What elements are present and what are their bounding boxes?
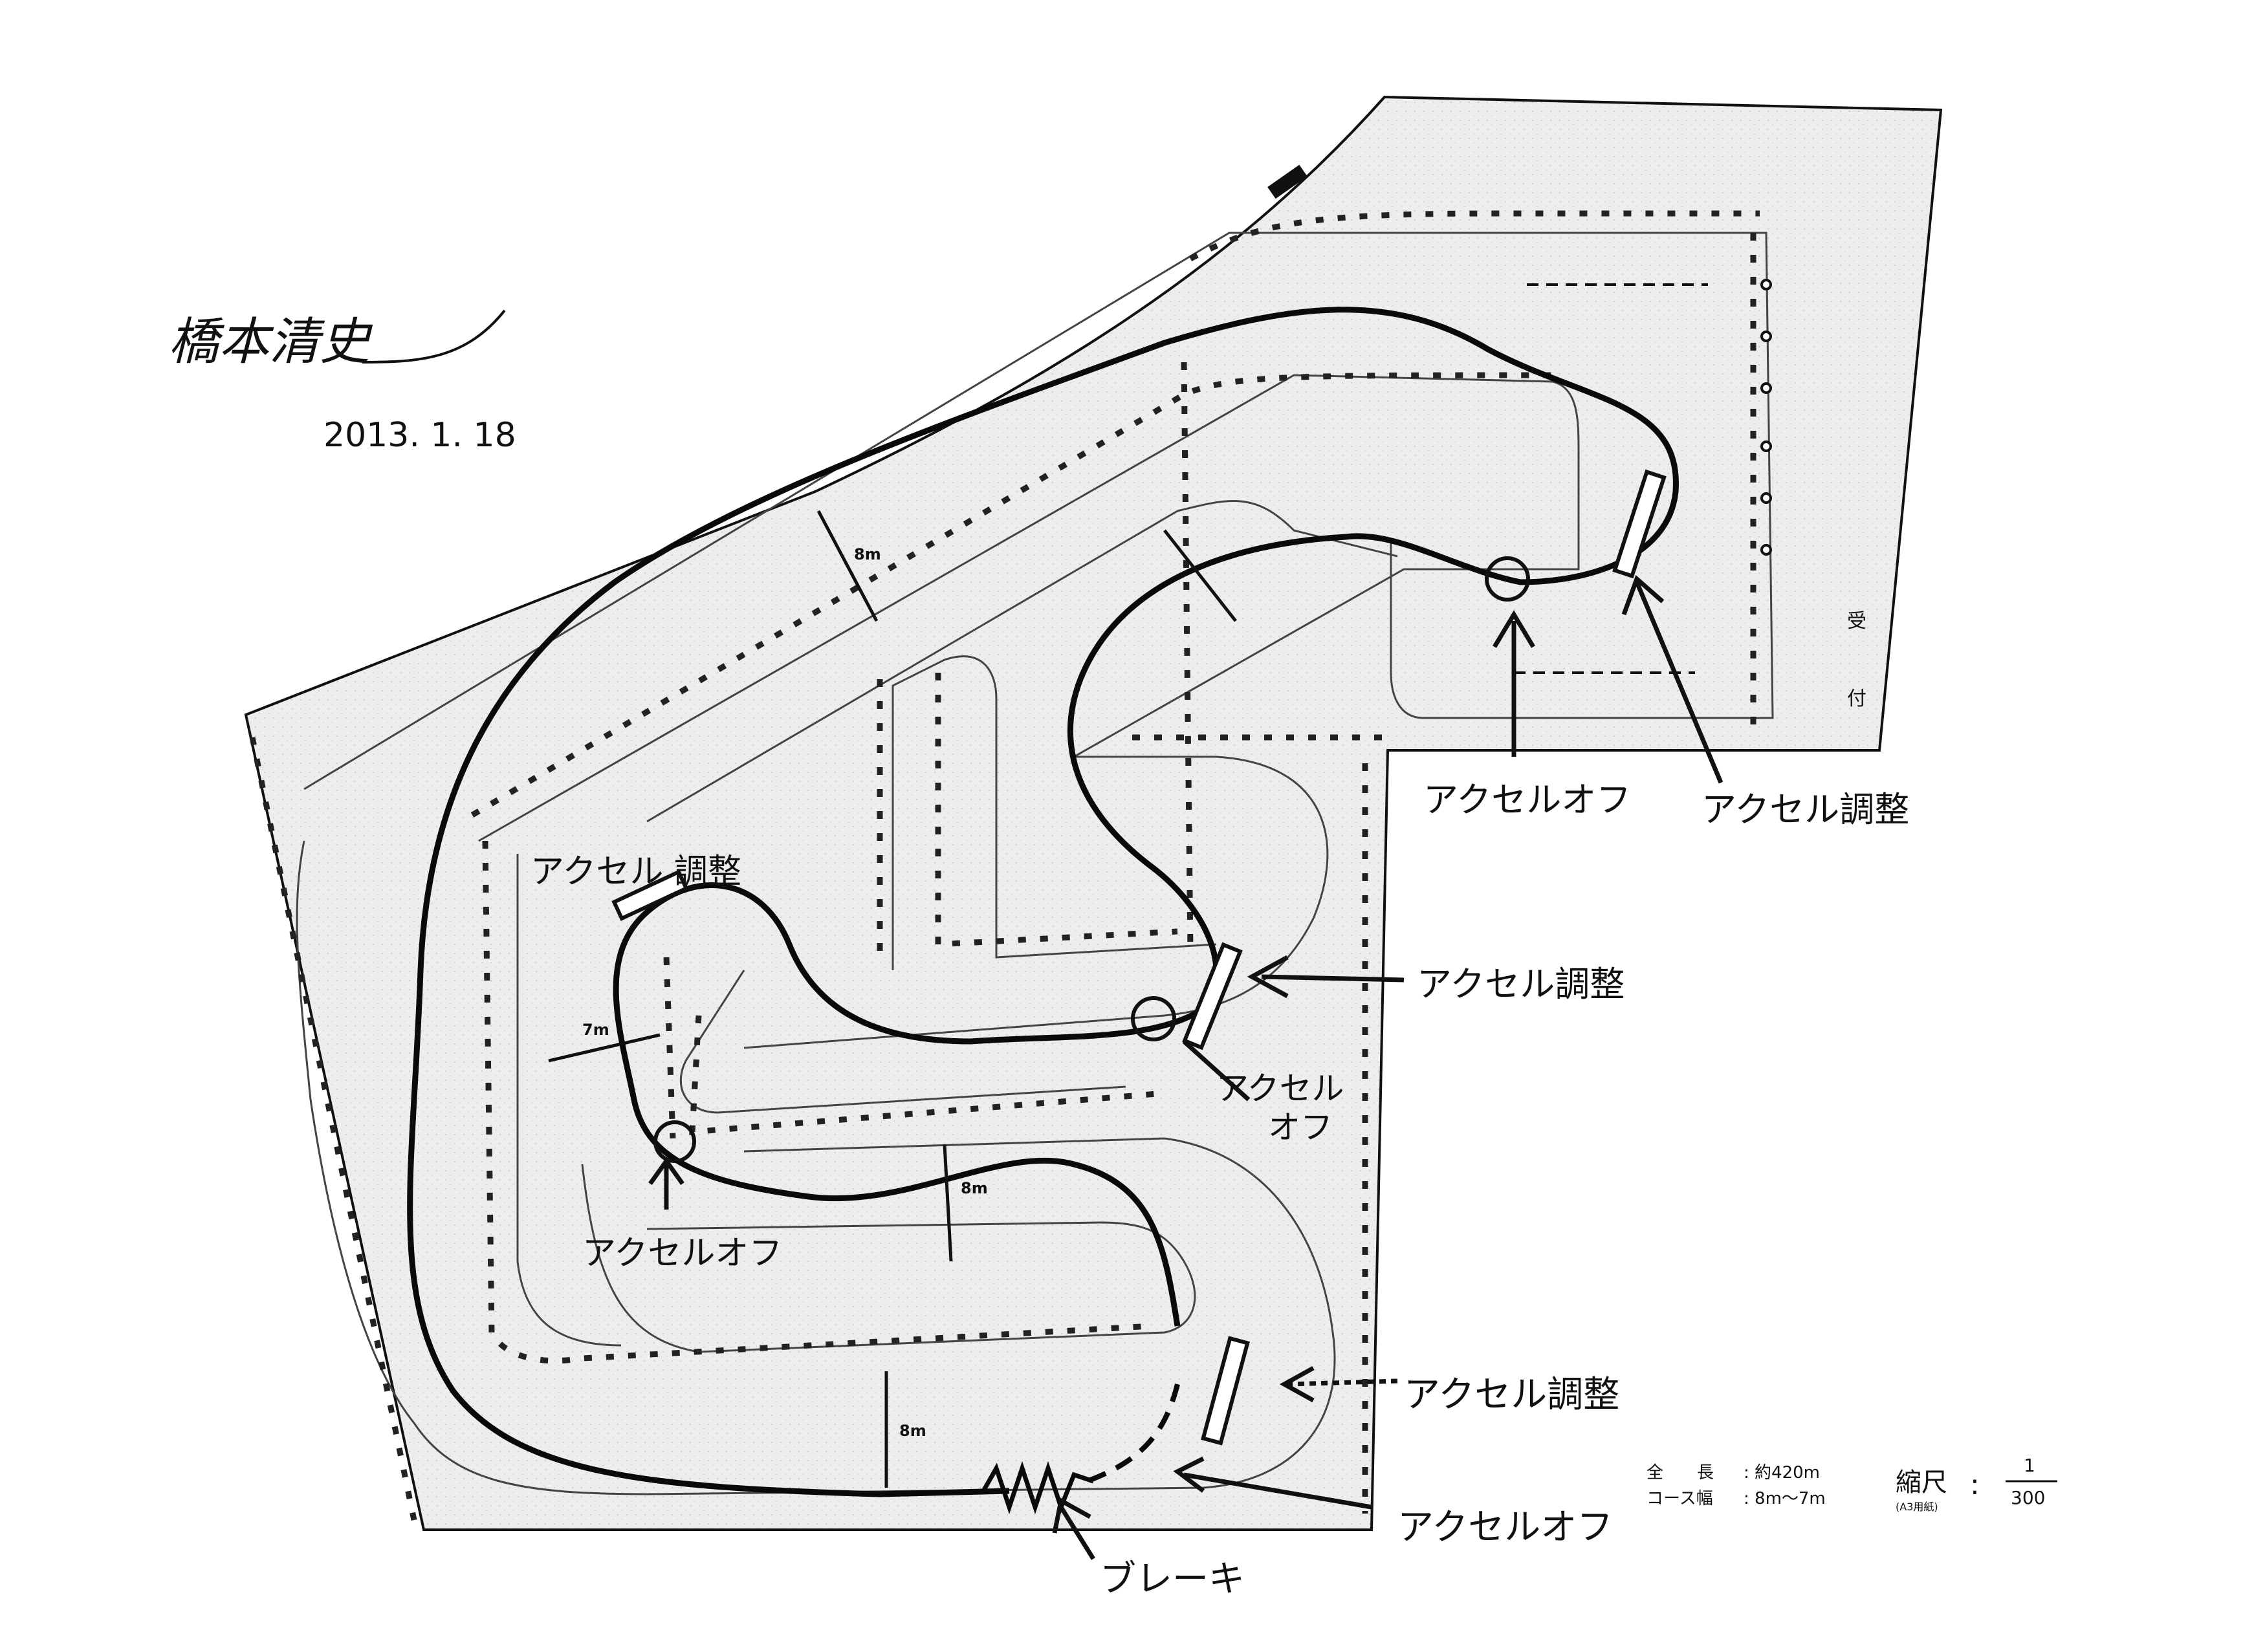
signature: 橋本清史	[168, 313, 373, 371]
accel-off-center-1: アクセル	[1216, 1070, 1344, 1107]
brake-label: ブレーキ	[1100, 1558, 1245, 1600]
scale-denominator: 300	[2011, 1487, 2045, 1508]
racing-line	[407, 307, 1679, 1497]
annotation-arrows	[648, 574, 1723, 1560]
reception-label-1: 受	[1847, 610, 1866, 633]
accel-off-center-2: オフ	[1268, 1109, 1333, 1146]
black-marker	[1267, 164, 1308, 199]
accel-adjust-bottom: アクセル調整	[1404, 1374, 1619, 1416]
width-label-1: 8m	[854, 545, 881, 563]
paddock-marks	[1514, 283, 1708, 674]
width-arrows	[548, 510, 1237, 1488]
reception-label-2: 付	[1847, 688, 1866, 710]
course-width-label: コース幅	[1647, 1489, 1713, 1508]
racing-line-dashed	[1086, 1384, 1180, 1484]
accel-adjust-center: アクセル調整	[1417, 964, 1625, 1005]
course-width-value: : 8m〜7m	[1744, 1489, 1826, 1508]
total-length-value: : 約420m	[1744, 1463, 1820, 1483]
signature-flourish	[362, 309, 506, 364]
accel-off-top-right: アクセルオフ	[1423, 779, 1631, 820]
accel-off-bottom: アクセルオフ	[1397, 1506, 1613, 1549]
accel-off-left: アクセルオフ	[582, 1234, 782, 1273]
scale-numerator: 1	[2024, 1455, 2035, 1476]
track-layout-lines	[296, 232, 1774, 1495]
scale-sub: (A3用紙)	[1896, 1501, 1938, 1513]
specs-block: 全 長 : 約420m コース幅 : 8m〜7m 縮尺 (A3用紙) : 1 3…	[1647, 1455, 2057, 1513]
kerb-dotted-lines	[249, 210, 1760, 1521]
scale-colon: :	[1970, 1468, 1980, 1501]
reception-posts	[1760, 279, 1772, 556]
width-label-2: 8m	[961, 1179, 988, 1197]
accel-adjust-top-right: アクセル調整	[1701, 789, 1909, 830]
date-label: 2013. 1. 18	[323, 416, 516, 455]
width-label-3: 8m	[899, 1422, 926, 1440]
width-label-4: 7m	[582, 1021, 609, 1039]
accel-adjust-left: アクセル 調整	[531, 853, 741, 891]
accel-off-circles	[653, 556, 1530, 1163]
scale-label: 縮尺	[1896, 1468, 1947, 1497]
site-boundary	[244, 95, 1943, 1531]
brake-zigzag	[981, 1461, 1095, 1515]
total-length-label: 全 長	[1647, 1463, 1714, 1483]
accel-adjust-bars	[611, 469, 1667, 1446]
